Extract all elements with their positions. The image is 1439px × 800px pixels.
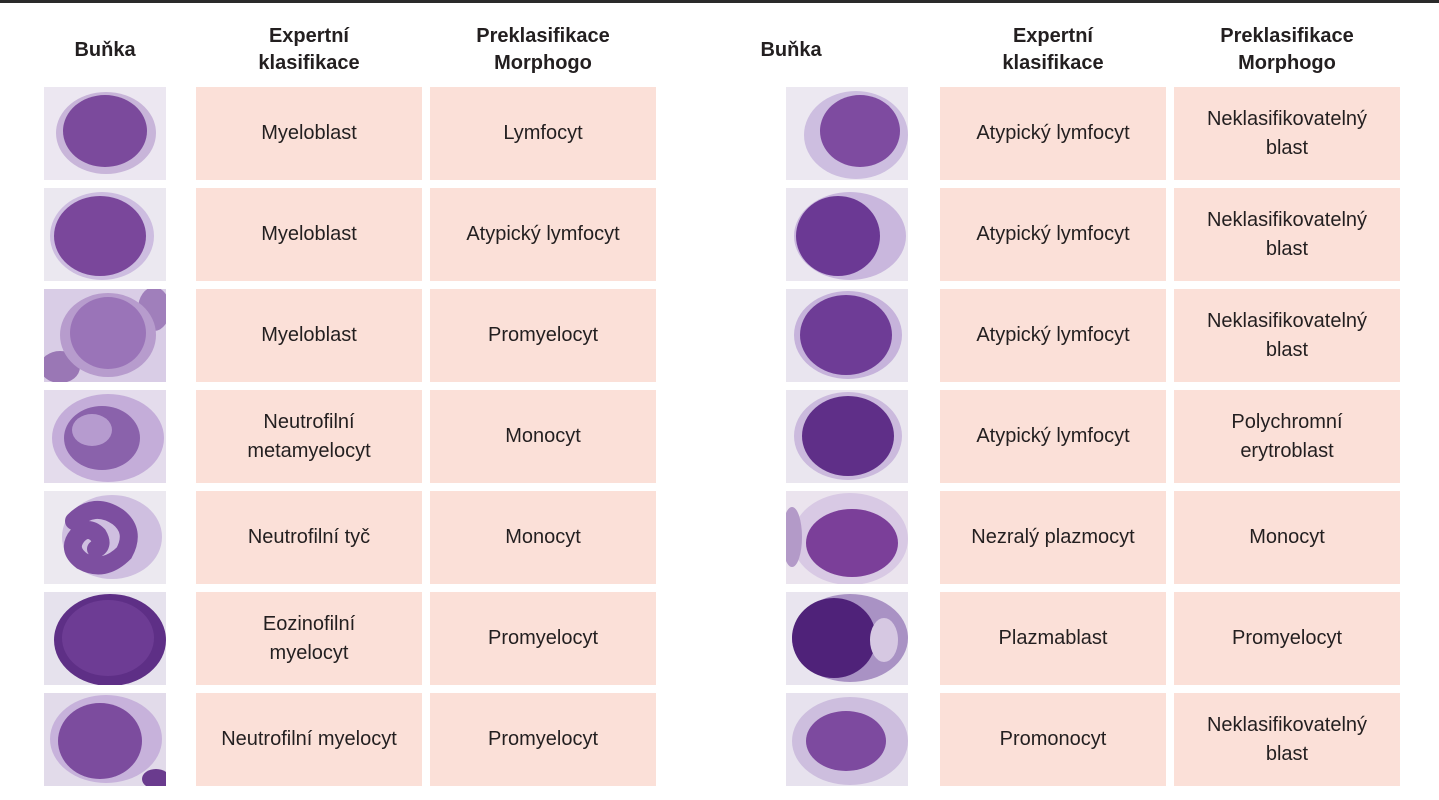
expert-classification: Atypický lymfocyt bbox=[940, 390, 1166, 483]
cell-image bbox=[44, 693, 166, 786]
morphogo-classification: Promyelocyt bbox=[1174, 592, 1400, 685]
left-panel: Buňka Expertní klasifikace Preklasifikac… bbox=[0, 0, 700, 800]
morphogo-classification: Atypický lymfocyt bbox=[430, 188, 656, 281]
cell-image bbox=[44, 592, 166, 685]
cell-image bbox=[786, 390, 908, 483]
top-rule bbox=[0, 0, 1439, 3]
morphogo-classification: Promyelocyt bbox=[430, 592, 656, 685]
expert-classification: Eozinofilní myelocyt bbox=[196, 592, 422, 685]
cell-image bbox=[44, 289, 166, 382]
expert-classification: Neutrofilní myelocyt bbox=[196, 693, 422, 786]
morphogo-classification: Neklasifikovatelný blast bbox=[1174, 289, 1400, 382]
right-panel: Buňka Expertní klasifikace Preklasifikac… bbox=[740, 0, 1439, 800]
cell-image bbox=[786, 491, 908, 584]
expert-classification: Plazmablast bbox=[940, 592, 1166, 685]
cell-image bbox=[786, 592, 908, 685]
header-morphogo: Preklasifikace Morphogo bbox=[1220, 25, 1354, 74]
header-expert: Expertní klasifikace bbox=[258, 25, 360, 74]
morphogo-classification: Neklasifikovatelný blast bbox=[1174, 188, 1400, 281]
cell-image bbox=[786, 87, 908, 180]
expert-classification: Myeloblast bbox=[196, 87, 422, 180]
cell-image bbox=[44, 491, 166, 584]
cell-image bbox=[44, 87, 166, 180]
morphogo-classification: Monocyt bbox=[1174, 491, 1400, 584]
expert-classification: Myeloblast bbox=[196, 289, 422, 382]
expert-classification: Atypický lymfocyt bbox=[940, 188, 1166, 281]
expert-classification: Atypický lymfocyt bbox=[940, 87, 1166, 180]
morphogo-classification: Monocyt bbox=[430, 491, 656, 584]
morphogo-classification: Neklasifikovatelný blast bbox=[1174, 693, 1400, 786]
cell-image bbox=[786, 289, 908, 382]
morphogo-classification: Monocyt bbox=[430, 390, 656, 483]
expert-classification: Atypický lymfocyt bbox=[940, 289, 1166, 382]
morphogo-classification: Promyelocyt bbox=[430, 693, 656, 786]
morphogo-classification: Polychromní erytroblast bbox=[1174, 390, 1400, 483]
header-cell: Buňka bbox=[74, 38, 136, 61]
header-expert: Expertní klasifikace bbox=[1002, 25, 1104, 74]
expert-classification: Neutrofilní tyč bbox=[196, 491, 422, 584]
cell-image bbox=[786, 693, 908, 786]
header-morphogo: Preklasifikace Morphogo bbox=[476, 25, 610, 74]
cell-image bbox=[44, 390, 166, 483]
morphogo-classification: Neklasifikovatelný blast bbox=[1174, 87, 1400, 180]
cell-image bbox=[786, 188, 908, 281]
morphogo-classification: Lymfocyt bbox=[430, 87, 656, 180]
expert-classification: Myeloblast bbox=[196, 188, 422, 281]
expert-classification: Neutrofilní metamyelocyt bbox=[196, 390, 422, 483]
header-cell: Buňka bbox=[760, 38, 822, 61]
expert-classification: Promonocyt bbox=[940, 693, 1166, 786]
expert-classification: Nezralý plazmocyt bbox=[940, 491, 1166, 584]
cell-image bbox=[44, 188, 166, 281]
morphogo-classification: Promyelocyt bbox=[430, 289, 656, 382]
